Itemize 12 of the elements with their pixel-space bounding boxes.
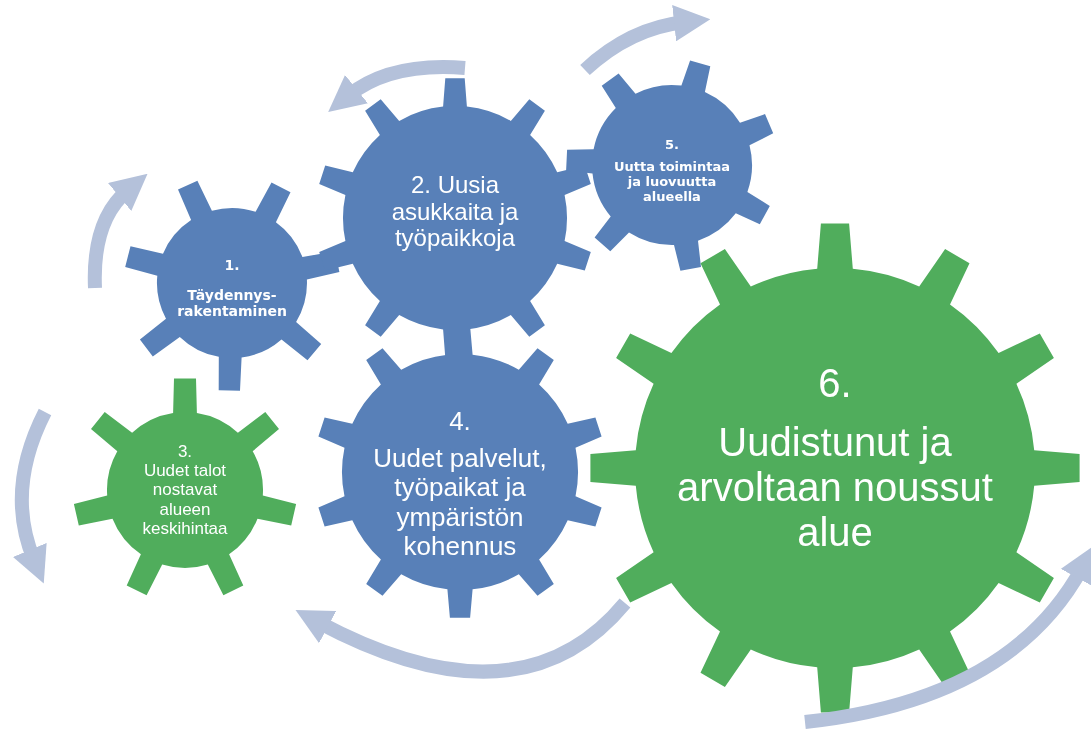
step-label: Uudet talot nostavat alueen keskihintaa: [141, 461, 229, 538]
step-label: Uutta toimintaa ja luovuutta alueella: [612, 160, 732, 205]
step-label: 2. Uusia asukkaita ja työpaikkoja: [390, 171, 520, 253]
step-number: 6.: [818, 361, 852, 407]
step-number: 4.: [449, 407, 471, 437]
step-number: 3.: [177, 442, 193, 462]
step-label: Uudet palvelut, työpaikat ja ympäristön kohennus: [372, 444, 548, 561]
step-number: 5.: [665, 137, 679, 153]
gear: [590, 223, 1080, 713]
step-label: Täydennys-rakentaminen: [176, 288, 288, 320]
step-label: Uudistunut ja arvoltaan noussut alue: [676, 420, 994, 555]
step-number: 1.: [224, 258, 240, 275]
